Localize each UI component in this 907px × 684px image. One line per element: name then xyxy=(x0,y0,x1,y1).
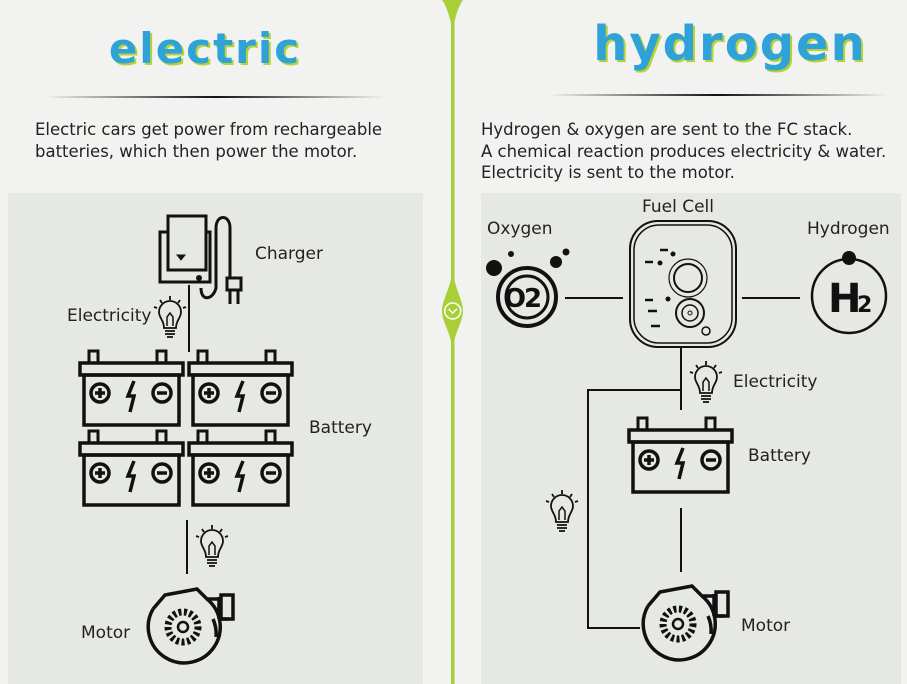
hydrogen-divider xyxy=(548,94,888,96)
lightbulb-icon xyxy=(689,360,723,403)
charger-label: Charger xyxy=(255,244,323,264)
charger-icon xyxy=(158,214,243,304)
svg-text:2: 2 xyxy=(857,293,872,318)
oxygen-icon: O2 xyxy=(486,248,570,328)
motor-icon xyxy=(148,589,233,663)
lightbulb-icon xyxy=(153,295,187,338)
svg-text:H: H xyxy=(828,276,861,322)
motor-icon xyxy=(643,586,728,660)
electric-divider xyxy=(45,96,385,98)
hydrogen-description: Hydrogen & oxygen are sent to the FC sta… xyxy=(481,120,887,182)
lightbulb-icon xyxy=(195,524,229,567)
fuel-cell-icon xyxy=(629,220,737,348)
chevron-down-icon xyxy=(443,302,462,320)
battery-icon xyxy=(187,429,294,507)
hydrogen-label: Hydrogen xyxy=(807,219,890,239)
hydrogen-title: hydrogen xyxy=(593,16,867,72)
hydrogen-panel xyxy=(481,193,901,684)
oxygen-label: Oxygen xyxy=(487,219,553,239)
battery-icon xyxy=(187,349,294,427)
electricity-label: Electricity xyxy=(67,306,152,326)
battery-label: Battery xyxy=(309,418,372,438)
fuel-cell-label: Fuel Cell xyxy=(642,197,714,217)
lightbulb-icon xyxy=(545,489,579,532)
battery-icon xyxy=(627,416,734,494)
center-divider xyxy=(442,0,463,684)
motor-label: Motor xyxy=(81,623,131,643)
battery-label: Battery xyxy=(748,446,811,466)
electric-description: Electric cars get power from rechargeabl… xyxy=(35,120,383,161)
electric-title: electric xyxy=(108,24,302,73)
battery-icon xyxy=(78,349,185,427)
motor-label: Motor xyxy=(741,616,791,636)
svg-text:O2: O2 xyxy=(504,284,540,314)
hydrogen-icon: H 2 xyxy=(810,251,888,335)
electricity-label: Electricity xyxy=(733,372,818,392)
battery-icon xyxy=(78,429,185,507)
